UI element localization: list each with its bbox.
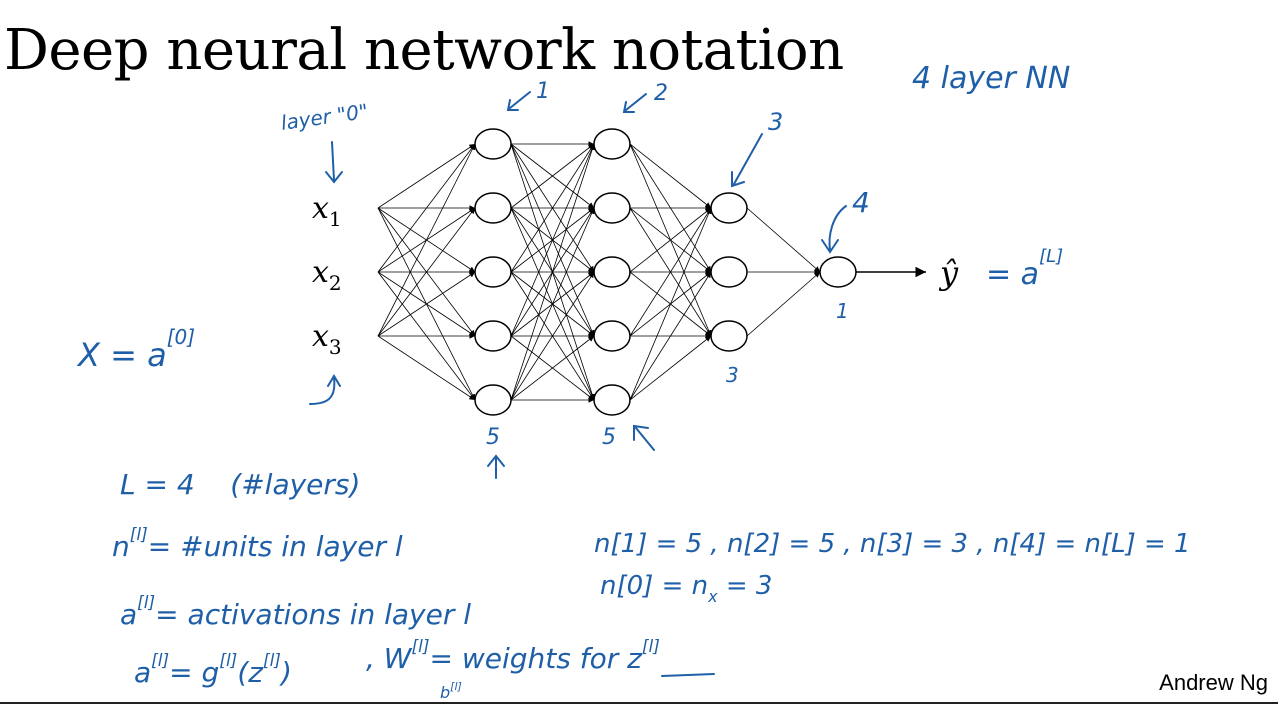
layer-num-4: 4: [852, 186, 870, 219]
network-nodes: [474, 128, 857, 416]
network-edge: [377, 143, 476, 209]
network-edge: [377, 143, 476, 337]
count-layer4: 1: [836, 299, 849, 323]
network-edge: [746, 271, 821, 337]
a-formula: a[l]= g[l](z[l]): [134, 651, 292, 689]
network-edges: [377, 141, 821, 403]
layer-num-2: 2: [654, 81, 668, 106]
network-edge: [510, 271, 595, 401]
n-definition: n[l]= #units in layer l: [112, 525, 403, 563]
network-edge: [629, 207, 712, 337]
network-edge: [510, 143, 595, 209]
output-yhat: ŷ: [938, 254, 959, 292]
layer-zero-arrow: [325, 141, 343, 184]
network-edge: [746, 207, 821, 273]
network-edge: [510, 143, 595, 401]
W-definition: , W[l]= weights for z[l]: [366, 637, 660, 675]
network-edge: [510, 143, 595, 337]
network-edge: [629, 335, 712, 401]
network-edge: [377, 207, 476, 337]
network-edge: [510, 335, 595, 401]
input-x2: x2: [312, 255, 342, 295]
input-x3: x3: [312, 319, 342, 359]
b-label: b[l]: [440, 680, 462, 702]
layer-num-3: 3: [768, 108, 783, 136]
network-edge: [377, 143, 476, 273]
n-values: n[1] = 5 , n[2] = 5 , n[3] = 3 , n[4] = …: [594, 529, 1191, 559]
annotation-layer-zero: layer "0": [279, 99, 369, 135]
layer2-arrow: [622, 93, 647, 113]
count2-arrow: [633, 424, 655, 451]
n0-equation: n[0] = nx = 3: [600, 571, 772, 606]
author-credit: Andrew Ng: [1159, 670, 1268, 695]
input-up-arrow: [309, 374, 341, 405]
input-x1: x1: [312, 191, 342, 231]
count-layer3: 3: [726, 363, 739, 387]
neuron-layer-1: [474, 320, 512, 352]
network-edge: [510, 207, 595, 401]
count-layer1: 5: [486, 425, 500, 450]
network-edge: [629, 143, 712, 209]
slide-title: Deep neural network notation: [4, 18, 844, 83]
neuron-layer-2: [593, 256, 631, 288]
neuron-layer-2: [593, 192, 631, 224]
layer4-arrow: [821, 205, 847, 254]
neuron-layer-2: [593, 128, 631, 160]
L-equals-4: L = 4 (#layers): [120, 468, 360, 501]
a-definition: a[l]= activations in layer l: [120, 593, 471, 631]
bottom-rule: [0, 702, 1278, 704]
neuron-layer-1: [474, 192, 512, 224]
output-equation: = a[L]: [986, 246, 1063, 292]
annotation-4-layer-nn: 4 layer NN: [912, 61, 1070, 96]
z-underline: [661, 673, 715, 677]
neuron-layer-1: [474, 128, 512, 160]
network-edge: [629, 207, 712, 273]
count-layer2: 5: [602, 425, 616, 450]
neuron-layer-3: [710, 256, 748, 288]
neuron-layer-2: [593, 320, 631, 352]
network-edge: [377, 271, 476, 337]
x-equals-a0: X = a[0]: [76, 325, 195, 374]
network-edge: [377, 335, 476, 401]
neuron-layer-3: [710, 320, 748, 352]
neuron-layer-3: [710, 192, 748, 224]
neuron-layer-1: [474, 256, 512, 288]
network-edge: [629, 207, 712, 401]
neuron-layer-1: [474, 384, 512, 416]
network-edge: [629, 271, 712, 401]
layer-num-1: 1: [536, 79, 550, 104]
count1-arrow: [487, 454, 505, 479]
neuron-layer-4: [819, 256, 857, 288]
neuron-layer-2: [593, 384, 631, 416]
network-edge: [510, 143, 595, 273]
layer3-arrow: [731, 133, 763, 188]
layer1-arrow: [506, 91, 531, 111]
